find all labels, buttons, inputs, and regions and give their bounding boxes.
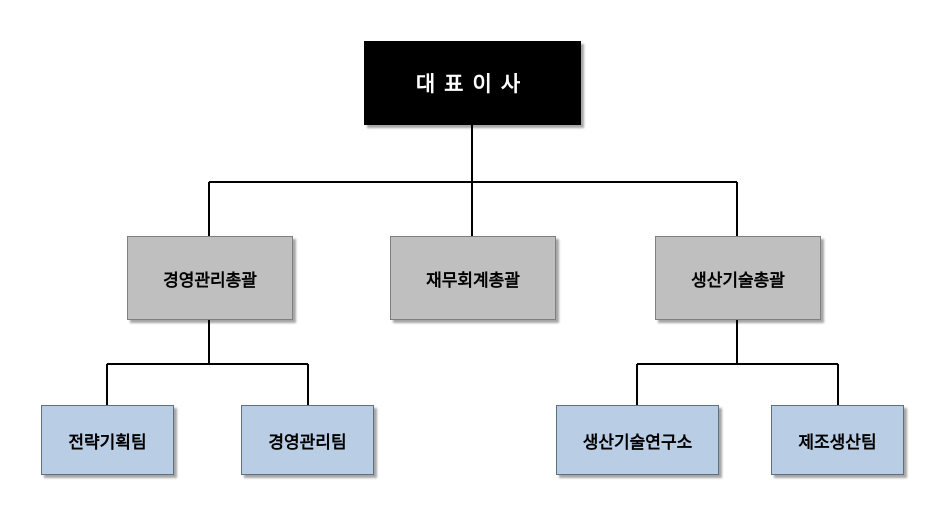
ceo-label: 대표이사 [415, 72, 530, 96]
team-manufacturing-box: 제조생산팀 [771, 405, 904, 475]
team-management-box: 경영관리팀 [241, 405, 374, 475]
team-manufacturing-label: 제조생산팀 [798, 432, 877, 453]
division-finance-label: 재무회계총괄 [426, 270, 520, 291]
ceo-box: 대표이사 [364, 41, 581, 125]
team-strategy-label: 전략기획팀 [68, 432, 147, 453]
division-management-box: 경영관리총괄 [127, 236, 293, 320]
team-management-label: 경영관리팀 [268, 432, 347, 453]
team-strategy-box: 전략기획팀 [41, 405, 174, 475]
division-production-box: 생산기술총괄 [655, 236, 821, 320]
team-research-lab-label: 생산기술연구소 [582, 432, 693, 453]
division-finance-box: 재무회계총괄 [390, 236, 556, 320]
division-production-label: 생산기술총괄 [691, 270, 785, 291]
division-management-label: 경영관리총괄 [163, 270, 257, 291]
team-research-lab-box: 생산기술연구소 [556, 405, 719, 475]
